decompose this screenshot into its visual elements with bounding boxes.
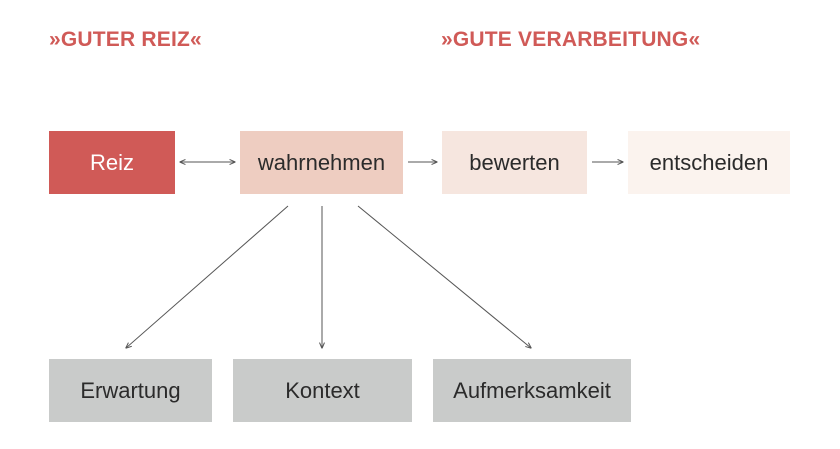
node-entscheiden: entscheiden	[628, 131, 790, 194]
node-reiz: Reiz	[49, 131, 175, 194]
node-aufmerksamkeit: Aufmerksamkeit	[433, 359, 631, 422]
node-kontext: Kontext	[233, 359, 412, 422]
heading-gute-verarbeitung: »GUTE VERARBEITUNG«	[441, 28, 701, 51]
node-erwartung: Erwartung	[49, 359, 212, 422]
arrow-wahrnehmen-erwartung	[126, 205, 289, 348]
node-wahrnehmen: wahrnehmen	[240, 131, 403, 194]
arrow-wahrnehmen-aufmerksamkeit	[357, 205, 531, 348]
node-bewerten: bewerten	[442, 131, 587, 194]
heading-guter-reiz: »GUTER REIZ«	[49, 28, 202, 51]
